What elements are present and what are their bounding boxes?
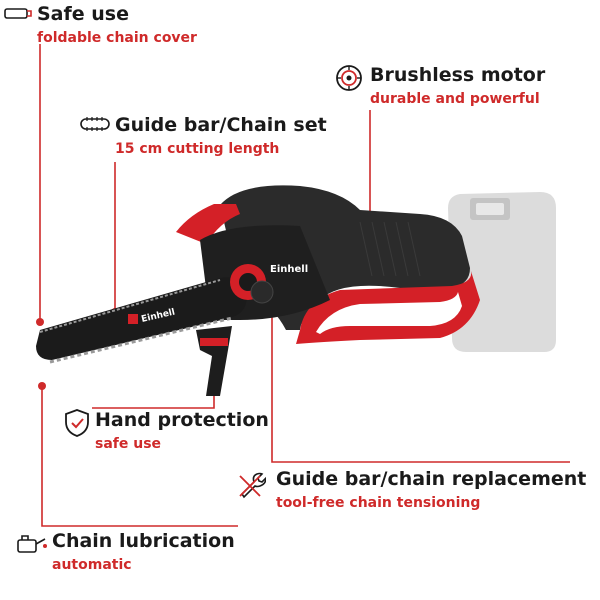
shield-icon [64,408,90,442]
feature-title: Guide bar/Chain set [115,114,327,136]
guide-bar [36,277,247,360]
feature-title: Guide bar/chain replacement [276,468,587,490]
hand-guard [196,326,232,396]
feature-replacement: Guide bar/chain replacement tool-free ch… [276,468,586,512]
feature-title: Chain lubrication [52,530,235,552]
feature-title: Hand protection [95,409,269,431]
feature-subtitle: 15 cm cutting length [115,141,280,157]
chain-icon [80,116,110,136]
feature-subtitle: durable and powerful [370,91,540,107]
feature-guide-bar: Guide bar/Chain set 15 cm cutting length [115,114,327,158]
feature-subtitle: safe use [95,436,162,452]
motor-icon [335,64,363,96]
feature-motor: Brushless motor durable and powerful [370,64,545,108]
feature-title: Safe use [37,3,129,25]
feature-subtitle: automatic [52,557,132,573]
oil-can-icon [16,532,48,558]
feature-hand-protection: Hand protection safe use [95,409,269,453]
feature-subtitle: tool-free chain tensioning [276,495,481,511]
chain-cover-icon [4,6,32,28]
feature-subtitle: foldable chain cover [37,30,197,46]
brand-label-body: Einhell [270,264,308,275]
wrench-icon [236,470,267,504]
feature-safe-use: Safe use foldable chain cover [37,3,197,47]
battery [448,192,556,352]
feature-title: Brushless motor [370,64,546,86]
chain [39,279,221,333]
feature-lubrication: Chain lubrication automatic [52,530,235,574]
top-guard [176,204,240,244]
